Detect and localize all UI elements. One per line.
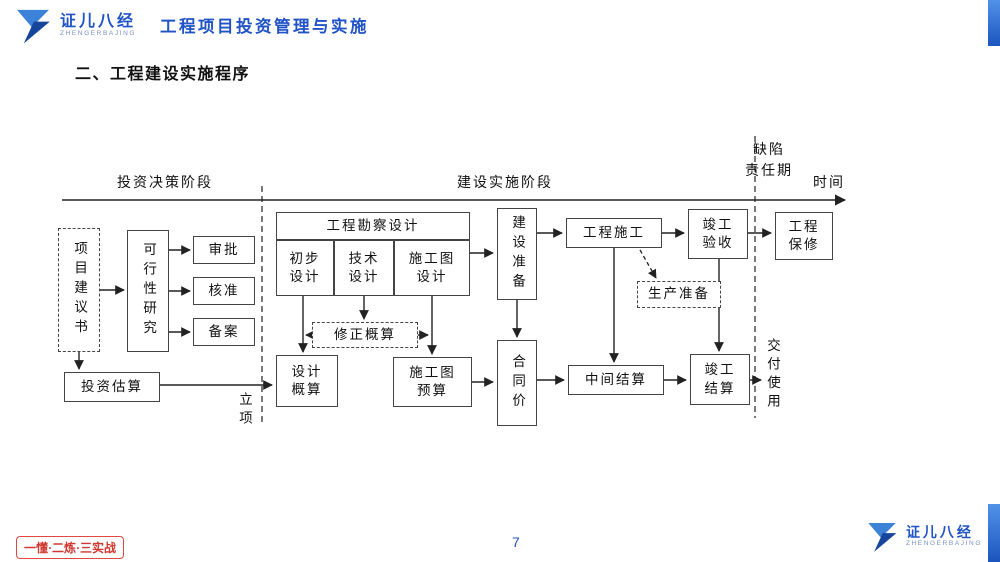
box-preliminary-design-label: 初步设计 [289, 250, 321, 284]
section-title: 二、工程建设实施程序 [75, 66, 251, 83]
brand-name: 证儿八经 [60, 12, 137, 30]
box-feasibility-study: 可行性研究 [127, 230, 169, 352]
box-technical-design: 技术设计 [334, 240, 394, 296]
box-revised-estimate: 修正概算 [312, 322, 418, 348]
brand-subtitle: ZHENGERBAJING [60, 30, 137, 38]
phase-label-implementation: 建设实施阶段 [457, 176, 553, 191]
box-verification: 核准 [193, 277, 255, 305]
brand-logo-icon [17, 9, 50, 44]
box-completion-acceptance: 竣工验收 [688, 209, 748, 259]
box-construction-drawing-budget-label: 施工图预算 [409, 364, 456, 398]
box-warranty-label: 工程保修 [788, 218, 820, 252]
page-number: 7 [512, 534, 520, 550]
box-construction: 工程施工 [566, 218, 662, 248]
brand-footer: 证儿八经 ZHENGERBAJING [864, 518, 982, 554]
box-construction-preparation: 建设准备 [497, 208, 537, 300]
bottom-right-accent-bar [988, 504, 1000, 562]
time-axis-label: 时间 [813, 176, 845, 191]
box-construction-drawing-design: 施工图设计 [394, 240, 470, 296]
arrow-construction-to-production-prep [639, 249, 657, 279]
box-filing: 备案 [193, 318, 255, 346]
phase-label-defect-period: 缺陷 责任期 [733, 140, 805, 182]
phase-label-decision: 投资决策阶段 [117, 176, 213, 191]
brand-header: 证儿八经 ZHENGERBAJING [12, 4, 136, 46]
box-completion-acceptance-label: 竣工验收 [702, 216, 734, 250]
box-project-proposal: 项目建议书 [58, 228, 100, 352]
milestone-label-lixiang: 立项 [237, 392, 252, 429]
top-right-accent-bar [988, 0, 1000, 46]
box-design-estimate: 设计概算 [276, 355, 338, 407]
box-completion-settlement: 竣工结算 [690, 354, 750, 405]
box-construction-drawing-budget: 施工图预算 [393, 357, 472, 407]
brand-logo-icon [868, 523, 897, 552]
box-contract-price: 合同价 [497, 340, 537, 426]
footer-slogan: 一懂·二炼·三实战 [16, 536, 125, 559]
box-survey-design: 工程勘察设计 [276, 212, 470, 240]
phase-label-defect-line2: 责任期 [745, 164, 793, 179]
box-investment-estimate: 投资估算 [64, 372, 160, 402]
box-design-estimate-label: 设计概算 [291, 363, 323, 397]
header-title: 工程项目投资管理与实施 [160, 18, 369, 36]
box-production-preparation: 生产准备 [637, 281, 721, 308]
box-warranty: 工程保修 [775, 212, 833, 260]
box-interim-settlement: 中间结算 [568, 365, 664, 395]
box-technical-design-label: 技术设计 [348, 250, 380, 284]
box-completion-settlement-label: 竣工结算 [704, 362, 736, 396]
box-construction-drawing-design-label: 施工图设计 [408, 250, 456, 284]
box-preliminary-design: 初步设计 [276, 240, 334, 296]
milestone-label-jiaofu: 交付使用 [765, 338, 780, 412]
brand-name: 证儿八经 [905, 523, 974, 540]
brand-subtitle: ZHENGERBAJING [905, 540, 982, 548]
phase-label-defect-line1: 缺陷 [753, 143, 785, 158]
box-approval: 审批 [193, 236, 255, 264]
